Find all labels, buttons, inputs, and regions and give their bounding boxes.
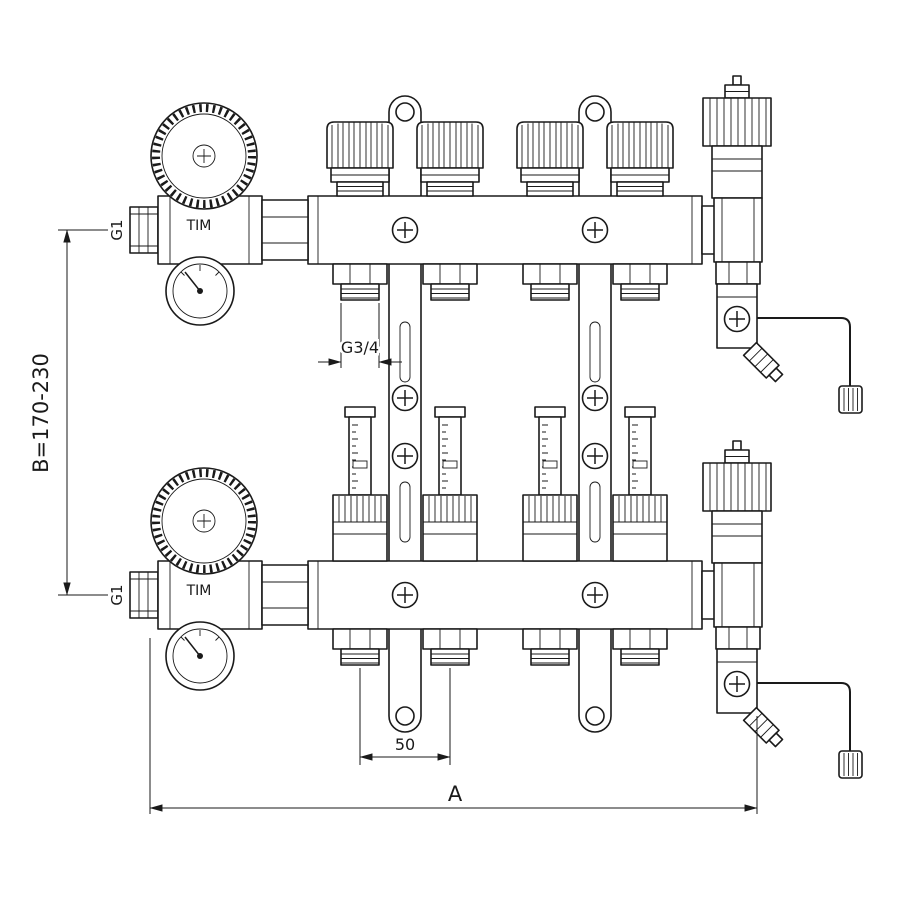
actuator-cap-4: [606, 121, 674, 197]
actuator-cap-2: [416, 121, 484, 197]
flow-meter-3: [522, 406, 578, 562]
dimension-height-range: B=170-230: [27, 229, 108, 596]
actuator-cap-3: [516, 121, 584, 197]
manifold-screw: [391, 581, 419, 609]
supply-outlet-3: [522, 263, 578, 301]
height-range-label: B=170-230: [29, 353, 53, 473]
outlet-thread-label: G3/4: [341, 338, 379, 357]
mounting-bracket-right: [579, 96, 611, 732]
return-outlet-3: [522, 628, 578, 666]
outlet-spacing-label: 50: [395, 735, 415, 754]
return-outlet-2: [422, 628, 478, 666]
manifold-screw: [391, 216, 419, 244]
flow-meter-2: [422, 406, 478, 562]
return-outlet-1: [332, 628, 388, 666]
mounting-bracket-left: [389, 96, 421, 732]
supply-outlet-1: [332, 263, 388, 301]
ball-valve-top: [108, 103, 308, 325]
dimension-outlet-thread: G3/4: [318, 303, 402, 368]
ball-valve-bottom: [108, 468, 308, 690]
end-assembly-bottom: [702, 441, 862, 778]
flow-meter-1: [332, 406, 388, 562]
manifold-screw: [581, 581, 609, 609]
supply-outlet-4: [612, 263, 668, 301]
manifold-screw: [581, 216, 609, 244]
end-assembly-top: [702, 76, 862, 413]
overall-width-label: A: [448, 782, 463, 806]
dimension-outlet-spacing: 50: [359, 668, 451, 765]
return-outlet-4: [612, 628, 668, 666]
supply-outlet-2: [422, 263, 478, 301]
flow-meter-4: [612, 406, 668, 562]
dimension-overall-width: A: [149, 638, 758, 814]
return-manifold: [307, 560, 703, 630]
supply-manifold: [307, 195, 703, 265]
actuator-cap-1: [326, 121, 394, 197]
